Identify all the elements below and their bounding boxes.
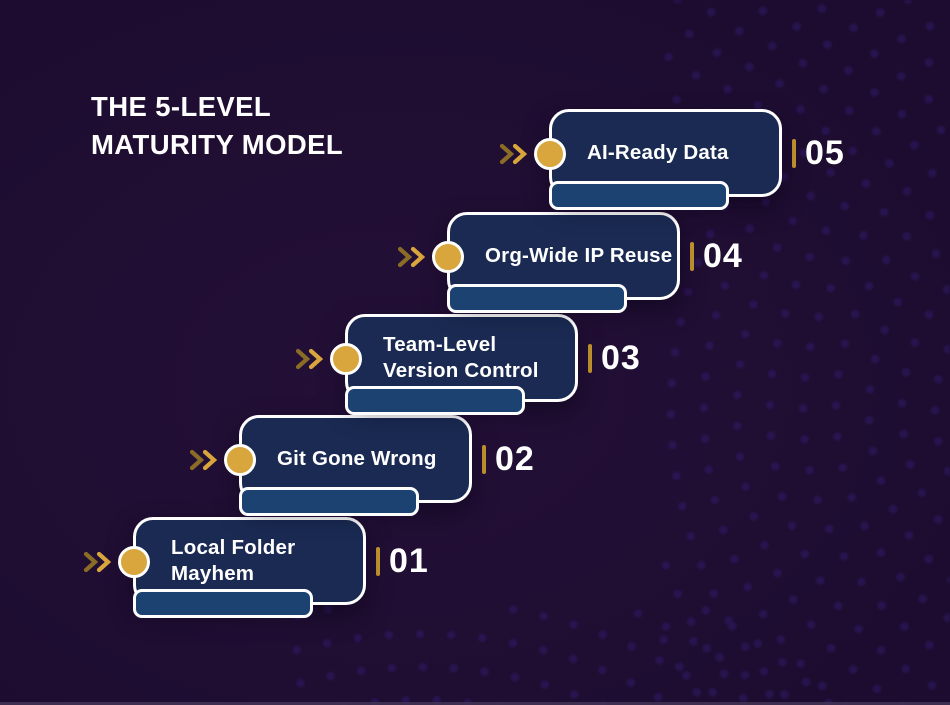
gold-dot [224,444,256,476]
step-number: 03 [588,314,641,402]
maturity-step-4: Org-Wide IP Reuse 04 [397,212,742,313]
step-label-line-2: Version Control [383,359,539,382]
double-chevron-icon [83,551,112,573]
step-number: 01 [376,517,429,605]
gold-bar [690,241,694,271]
page-title: THE 5-LEVEL MATURITY MODEL [91,88,343,164]
step-label: AI-Ready Data [587,140,729,166]
double-chevron-icon [189,449,218,471]
step-number-text: 03 [601,338,641,377]
title-line-1: THE 5-LEVEL [91,91,272,122]
step-number: 02 [482,415,535,503]
step-label-line-1: Local Folder [171,536,296,559]
gold-dot [534,138,566,170]
step-label-line-1: Git Gone Wrong [277,447,437,470]
step-number-text: 01 [389,541,429,580]
step-shelf-decoration [549,181,729,210]
gold-dot [118,546,150,578]
step-label: Local Folder Mayhem [171,535,295,587]
step-label: Team-Level Version Control [383,332,539,384]
step-shelf-decoration [345,386,525,415]
step-label-line-1: Org-Wide IP Reuse [485,244,673,267]
double-chevron-icon [295,348,324,370]
title-line-2: MATURITY MODEL [91,129,344,160]
maturity-step-1: Local Folder Mayhem 01 [83,517,428,618]
gold-bar [482,444,486,474]
double-chevron-icon [499,143,528,165]
step-shelf-decoration [239,487,419,516]
step-shelf-decoration [133,589,313,618]
step-number-text: 05 [805,133,845,172]
slide-bottom-edge [0,702,950,705]
gold-bar [792,138,796,168]
step-number: 05 [792,109,845,197]
gold-dot [330,343,362,375]
maturity-step-3: Team-Level Version Control 03 [295,314,640,415]
maturity-step-2: Git Gone Wrong 02 [189,415,534,516]
step-label: Git Gone Wrong [277,446,437,472]
gold-bar [376,546,380,576]
step-shelf-decoration [447,284,627,313]
step-label-line-1: Team-Level [383,333,497,356]
step-label: Org-Wide IP Reuse [485,243,672,269]
double-chevron-icon [397,246,426,268]
maturity-step-5: AI-Ready Data 05 [499,109,844,210]
step-number: 04 [690,212,743,300]
step-number-text: 04 [703,236,743,275]
step-number-text: 02 [495,439,535,478]
step-label-line-2: Mayhem [171,562,255,585]
gold-bar [588,343,592,373]
step-label-line-1: AI-Ready Data [587,141,729,164]
gold-dot [432,241,464,273]
